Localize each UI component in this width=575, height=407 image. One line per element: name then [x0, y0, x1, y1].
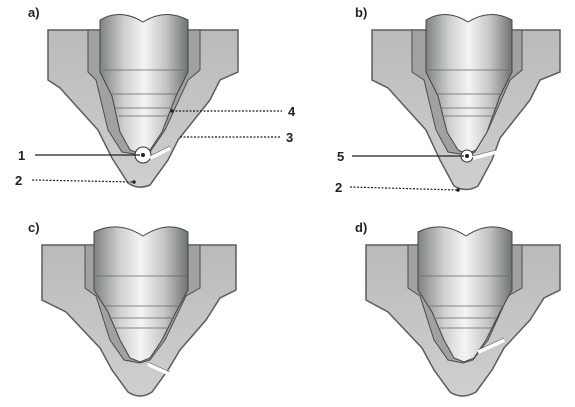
- callout-line-2: [31, 179, 135, 183]
- callout-dot-4: [170, 109, 174, 113]
- callout-dot-2: [132, 180, 136, 184]
- callout-label-2b: 2: [335, 180, 342, 195]
- callout-line-2b: [349, 186, 459, 191]
- callout-dot-2b: [456, 188, 460, 192]
- spray-hole: [147, 362, 171, 376]
- sac-center-dot: [141, 153, 145, 157]
- spray-hole-edge: [149, 145, 171, 157]
- callout-label-5: 5: [337, 149, 344, 164]
- panel-c: c): [28, 220, 237, 397]
- panel-a: a) 1 2 3 4: [15, 5, 296, 188]
- callout-label-3: 3: [286, 130, 293, 145]
- panel-a-label: a): [28, 5, 40, 20]
- callout-label-2: 2: [15, 173, 22, 188]
- spray-hole: [472, 150, 497, 160]
- panel-d-label: d): [355, 220, 367, 235]
- panel-b-label: b): [355, 5, 367, 20]
- callout-label-1: 1: [18, 148, 25, 163]
- panel-d: d): [355, 220, 561, 397]
- panel-c-label: c): [28, 220, 40, 235]
- spray-hole-edge: [147, 361, 171, 373]
- sac-center-dot: [465, 154, 469, 158]
- panel-b: b) 5 2: [335, 5, 561, 195]
- spray-hole: [149, 146, 171, 160]
- spray-hole: [477, 338, 505, 354]
- spray-hole-edge: [472, 149, 497, 157]
- callout-label-4: 4: [288, 104, 296, 119]
- spray-hole-edge: [477, 337, 505, 351]
